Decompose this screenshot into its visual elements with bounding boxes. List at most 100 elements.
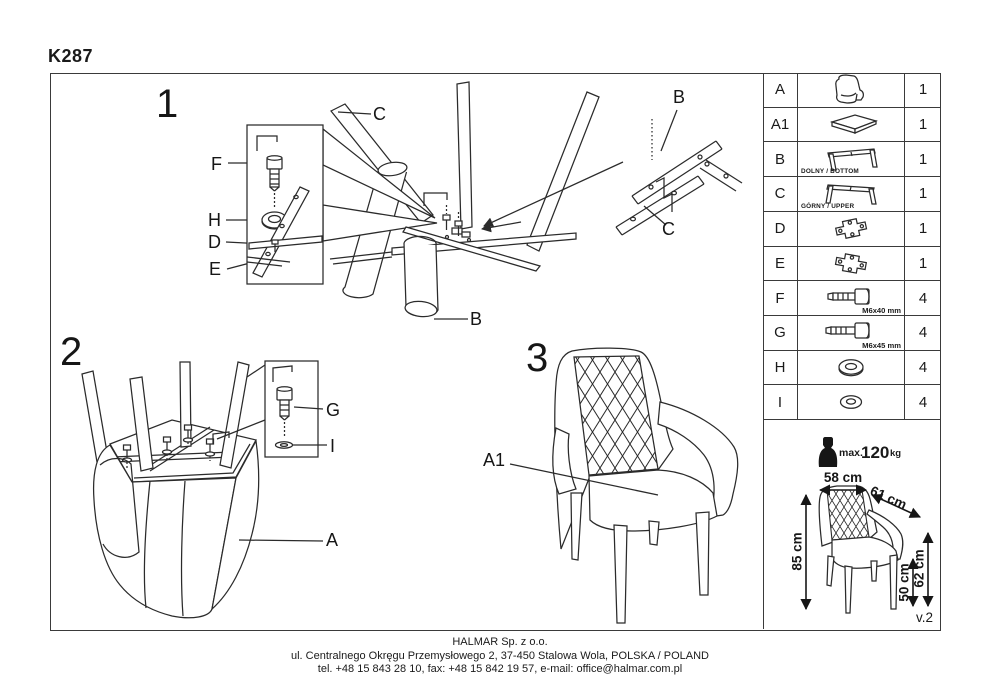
pointer-arrow: [483, 161, 624, 227]
part-note: M6x40 mm: [862, 305, 901, 315]
frame-bottom-icon: [827, 148, 878, 171]
part-qty: 4: [918, 393, 928, 411]
leg-cylinder-top: [377, 161, 408, 177]
chair-leg: [219, 361, 250, 469]
bolt-with-washer: [204, 438, 216, 461]
allen-key-icon: [256, 135, 278, 151]
mini-bolt: [442, 214, 451, 221]
step3-number: 3: [526, 336, 549, 380]
table-row: B DOLNY / BOTTOM 1: [763, 142, 941, 178]
part-note: DOLNY / BOTTOM: [801, 168, 859, 176]
part-qty: 4: [918, 289, 928, 307]
washer-i-icon: [274, 441, 294, 449]
part-id: G: [763, 315, 798, 350]
footer-address: ul. Centralnego Okręgu Przemysłowego 2, …: [290, 649, 709, 662]
label-g: G: [326, 400, 341, 420]
part-qty: 1: [918, 116, 928, 134]
part-id: B: [763, 142, 798, 177]
part-note: M6x45 mm: [862, 340, 901, 350]
footer-company: HALMAR Sp. z o.o.: [452, 636, 548, 648]
max-load-value: 120: [861, 443, 890, 462]
part-qty: 4: [918, 324, 928, 342]
right-armrest: [657, 401, 739, 518]
joint-detail: [615, 109, 743, 236]
part-id: H: [763, 350, 798, 385]
max-weight-icon: [818, 437, 838, 467]
table-row: F M6x40 mm 4: [763, 281, 941, 316]
chair-leg: [613, 524, 628, 624]
version-label: v.2: [916, 610, 934, 625]
part-qty: 4: [918, 358, 928, 376]
seat-cushion-icon: [829, 114, 878, 134]
max-load-label: max.: [839, 447, 863, 459]
cross-plate-e: [248, 235, 323, 250]
page-title: K287: [48, 46, 94, 66]
part-id: C: [763, 177, 798, 211]
a1-leader-line: [509, 463, 659, 496]
part-id: E: [763, 246, 798, 281]
cross-plate-icon: [834, 253, 868, 274]
part-id: I: [763, 385, 798, 420]
chair-leg: [81, 370, 109, 463]
bolt-g-icon: [276, 386, 293, 421]
max-load-unit: kg: [890, 448, 902, 459]
part-qty: 1: [918, 81, 928, 99]
bolt-f-icon: [266, 155, 283, 192]
panel-divider: [763, 73, 764, 629]
part-qty: 1: [918, 254, 928, 272]
chair-shell: [92, 444, 237, 619]
step1-inset-box: [246, 124, 324, 285]
table-row: C GÓRNY / UPPER 1: [763, 177, 941, 212]
label-c: C: [373, 104, 386, 124]
dim-arm-height-label: 62 cm: [911, 549, 927, 588]
chair-leg: [695, 511, 710, 596]
label-b: B: [470, 309, 483, 329]
chair-leg: [179, 361, 192, 448]
rail-long: [391, 232, 577, 256]
label-i: I: [330, 436, 336, 456]
cross-plate-icon: [834, 218, 868, 240]
footer-contact: tel. +48 15 843 28 10, fax: +48 15 842 1…: [317, 663, 683, 676]
dimensions-figure: [800, 437, 934, 614]
washer-icon: [838, 359, 864, 377]
part-icon-cell: [798, 107, 905, 142]
leg-right: [526, 91, 600, 252]
chair-leg: [129, 376, 154, 472]
step2-number: 2: [60, 330, 83, 374]
left-armrest: [552, 427, 577, 495]
bolt-with-washer: [182, 424, 194, 447]
part-id: F: [763, 281, 798, 315]
rail-cross: [402, 226, 542, 272]
content-border: [50, 73, 941, 631]
part-id: D: [763, 211, 798, 246]
part-icon-cell: M6x45 mm: [798, 315, 905, 350]
quilted-back-panel: [573, 355, 659, 476]
bolt-icon: [827, 287, 870, 305]
label-f: F: [211, 154, 222, 174]
step3-diagram: [509, 347, 739, 624]
part-icon-cell: [798, 211, 905, 246]
part-note: GÓRNY / UPPER: [801, 202, 855, 210]
part-qty: 1: [918, 220, 928, 238]
parts-table: A 1 A1 1 B: [763, 73, 941, 421]
joint-bracket: [461, 231, 471, 238]
step1-diagram: [225, 81, 743, 320]
table-row: D 1: [763, 211, 941, 247]
label-d: D: [208, 232, 221, 252]
part-id: A: [763, 73, 798, 107]
bolt-with-washer: [121, 444, 133, 468]
part-icon-cell: [798, 350, 905, 385]
step2-inset-box: [264, 360, 319, 458]
detail-label-b: B: [673, 87, 686, 107]
chair-shell-icon: [835, 74, 864, 104]
table-row: H 4: [763, 350, 941, 386]
table-row: A 1: [763, 73, 941, 108]
mini-bolt: [454, 220, 463, 227]
table-row: A1 1: [763, 107, 941, 143]
leg-back: [456, 81, 473, 230]
footer: HALMAR Sp. z o.o. ul. Centralnego Okręgu…: [0, 636, 1000, 677]
chair-shell-side: [211, 439, 260, 611]
label-a: A: [326, 530, 339, 550]
seat-cushion: [588, 469, 718, 532]
chair-leg: [570, 492, 583, 561]
